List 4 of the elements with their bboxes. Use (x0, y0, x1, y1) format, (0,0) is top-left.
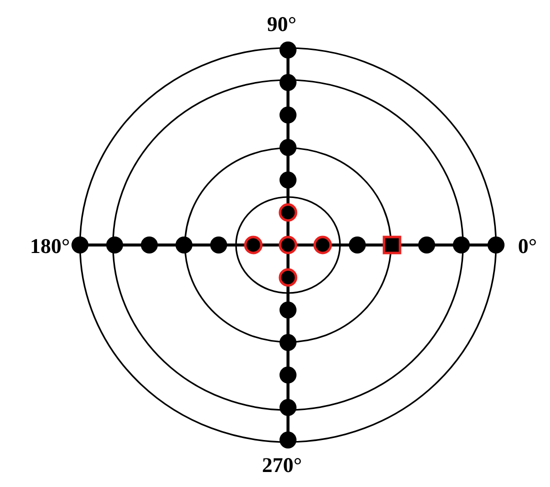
angle-label: 90° (267, 14, 296, 35)
angle-label: 180° (30, 236, 70, 257)
angle-label: 0° (518, 236, 537, 257)
angle-label: 270° (262, 455, 302, 476)
